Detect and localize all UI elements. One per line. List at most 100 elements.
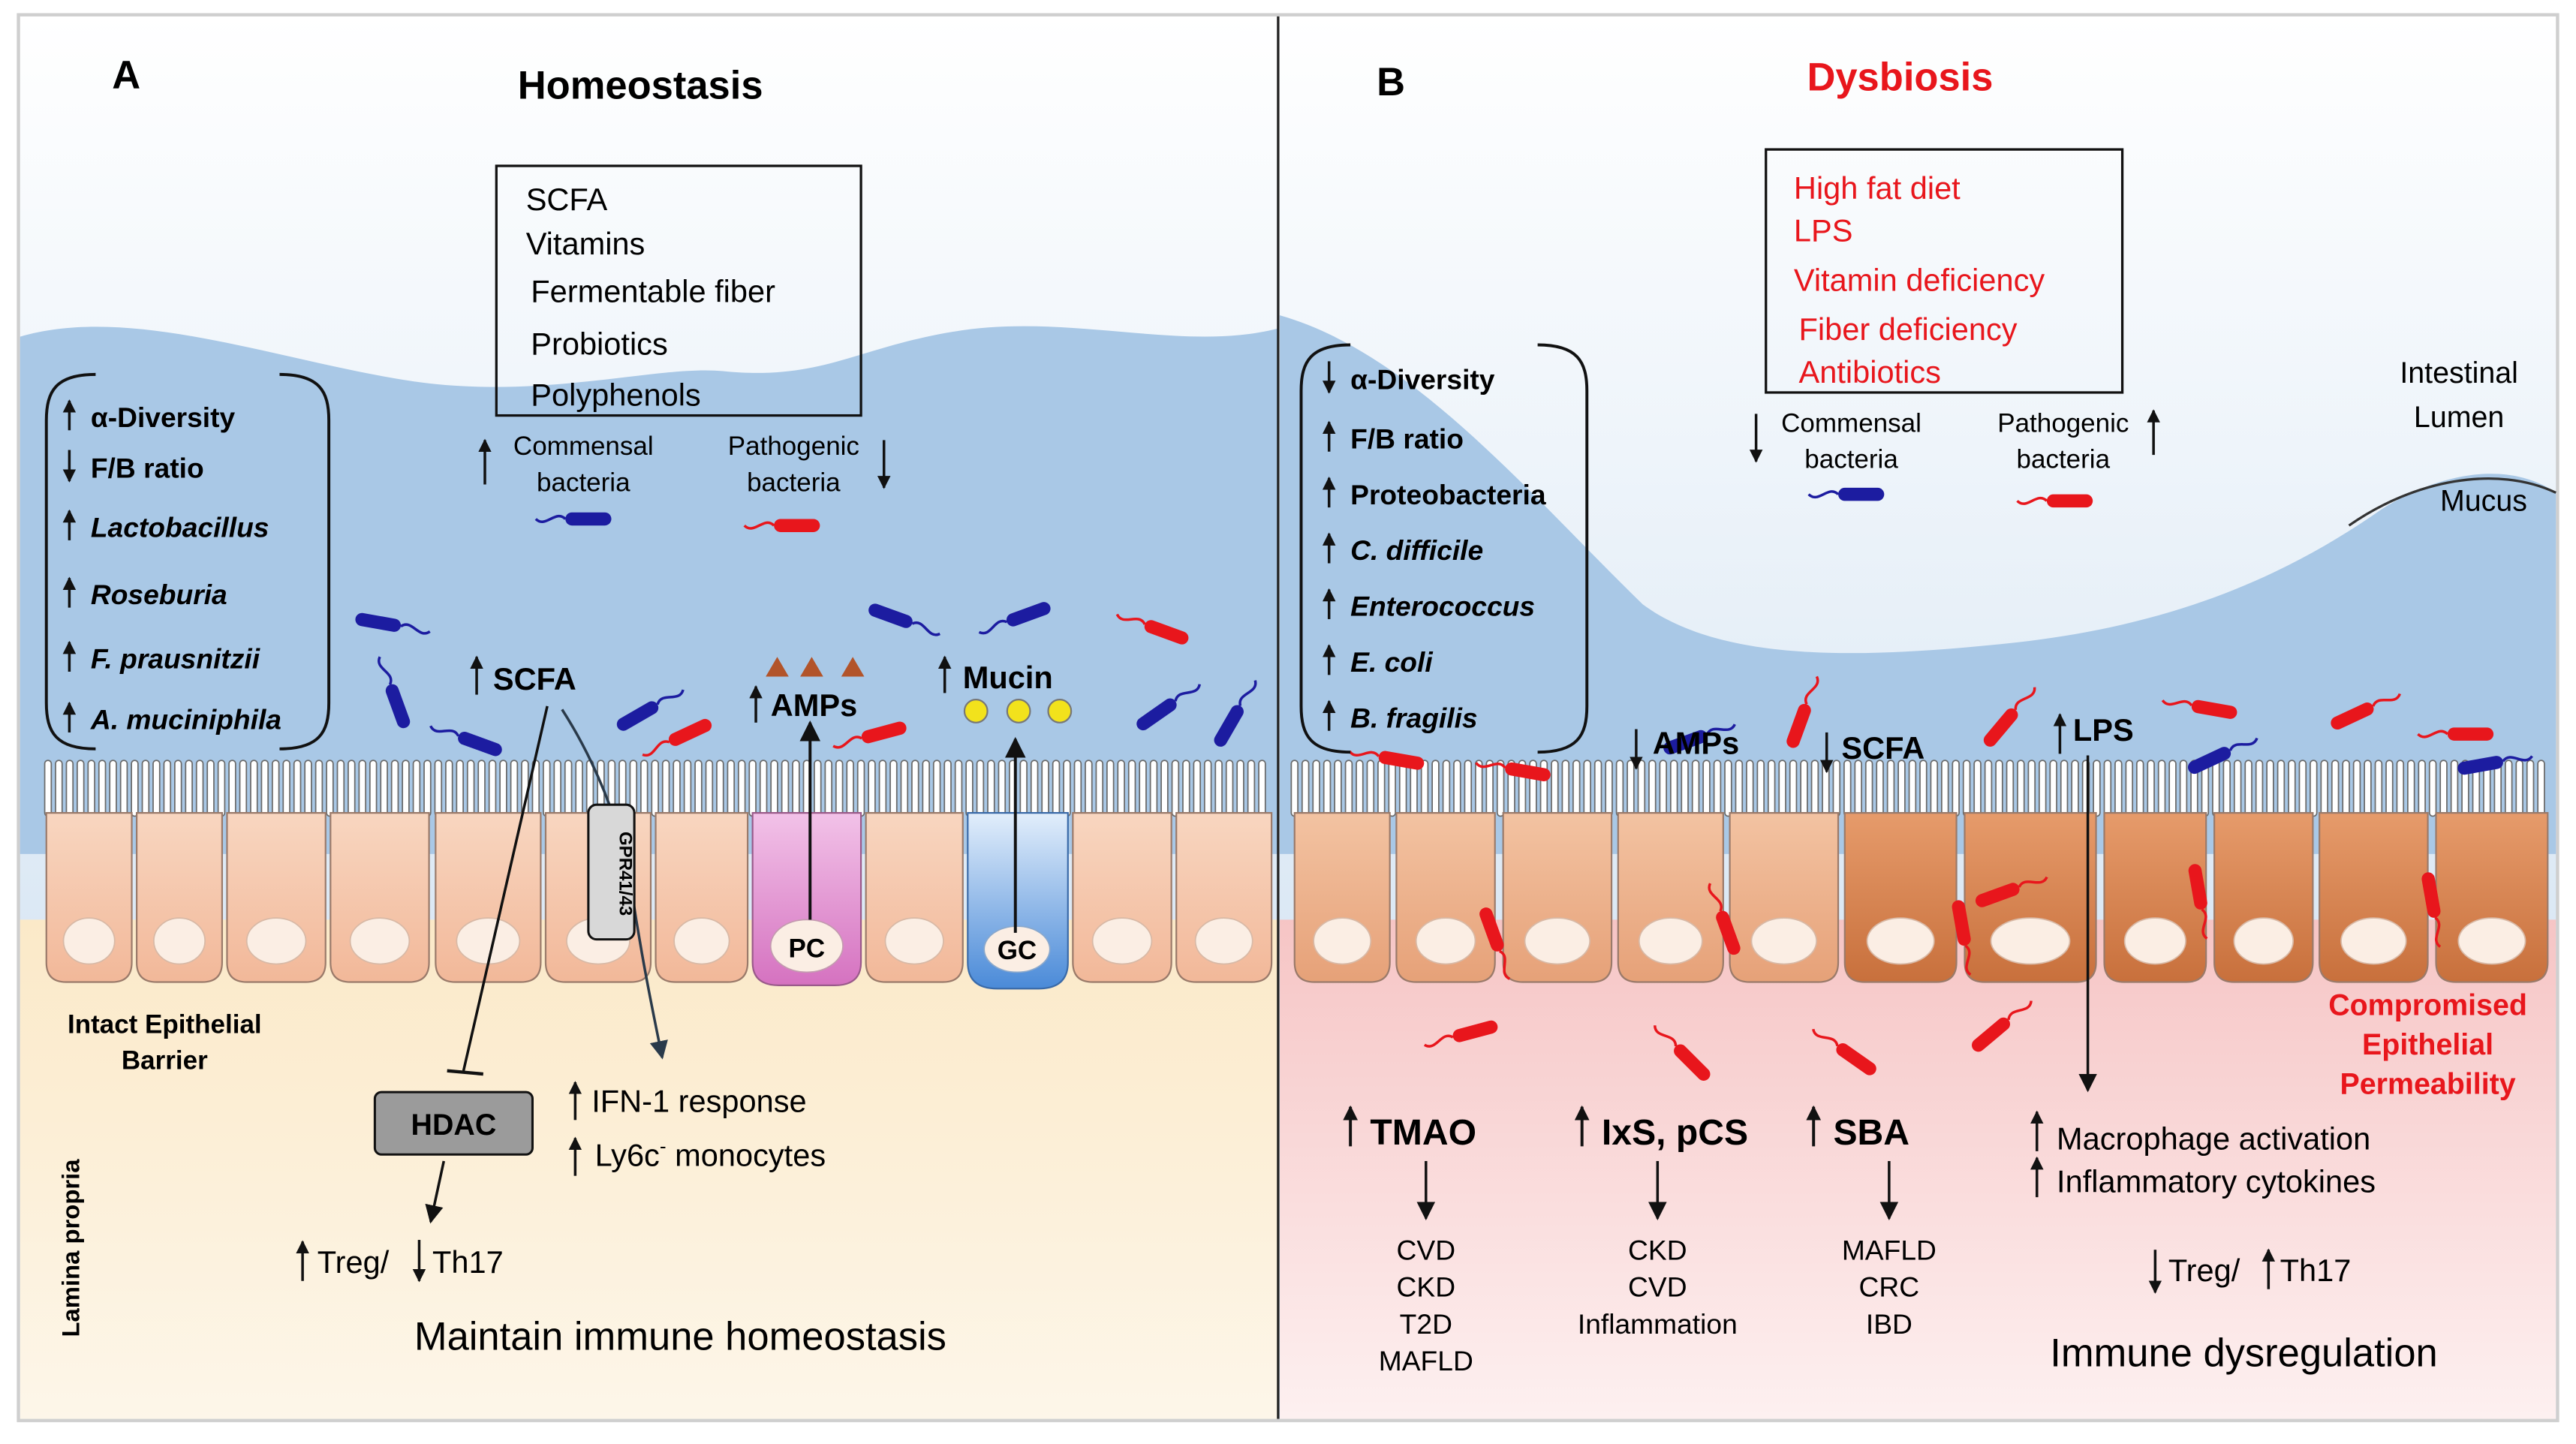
microvillus [2038,760,2047,817]
gpr-receptor [587,803,636,941]
microvillus [1605,760,1613,817]
commensal-bacterium-icon [868,603,941,636]
cell-nucleus [673,917,730,965]
cell-nucleus [2457,917,2526,965]
microvillus [1052,760,1061,817]
microvillus [260,760,269,817]
microvillus [1919,760,1927,817]
disease-label: CVD [1628,1271,1687,1303]
microvillus [943,760,952,817]
pathogenic-bacterium-icon [1348,750,1425,770]
microvillus [2342,760,2350,817]
microvillus [402,760,410,817]
pathogenic-bacterium-icon [1423,1020,1498,1048]
microvillus [1735,760,1744,817]
microvillus [1908,760,1917,817]
microvillus [1789,760,1798,817]
pathogenic-bacterium-icon [1975,876,2048,907]
text-line: Compromised [2328,988,2527,1021]
microvillus [1800,760,1808,817]
microvillus [553,760,561,817]
microvillus [1593,760,1602,817]
microbiome-item: Roseburia [91,579,227,610]
text-line: Intact Epithelial [68,1009,262,1039]
microvillus [770,760,778,817]
cell-nucleus [2123,917,2186,965]
microvillus [1615,760,1624,817]
microvillus [239,760,248,817]
microvillus [2135,760,2144,817]
microvillus [1182,760,1190,817]
microvillus [1864,760,1873,817]
macrophage-label: Macrophage activation [2057,1121,2370,1157]
microvillus [2310,760,2318,817]
microvillus [2071,760,2079,817]
mucus-layer-left [20,326,1278,854]
cell-nucleus [1524,917,1591,965]
ifn-response-label: IFN-1 response [591,1083,806,1118]
text-line: Intestinal [2400,356,2518,390]
pathogenic-bacterium-icon [1786,675,1819,748]
microvillus [1475,760,1483,817]
microvillus [390,760,399,817]
microvillus [868,760,876,817]
microvillus [434,760,443,817]
microvillus [510,760,519,817]
microvillus [2385,760,2394,817]
microvillus [1464,760,1473,817]
microvillus [781,760,790,817]
scfa-hdac-inhibition [462,705,549,1072]
microvillus [1312,760,1320,817]
microvillus [466,760,475,817]
commensal-bacterium-icon [2457,755,2533,775]
pathogenic-bacterium-icon [2188,864,2208,940]
microvillus [2428,760,2437,817]
mucus-outline [2348,477,2556,527]
commensal-bacterium-icon [429,725,502,757]
microvillus [1301,760,1310,817]
microvillus [1637,760,1646,817]
microvillus [661,760,670,817]
microvillus [2331,760,2340,817]
text-line: bacteria [2017,445,2111,474]
microvillus [673,760,681,817]
text-line: Commensal [513,432,654,461]
microvillus [2125,760,2134,817]
microvillus [2179,760,2188,817]
dysbiosis-factor: Fiber deficiency [1799,311,2018,347]
commensal-bacterium-icon [1214,680,1257,747]
microvillus [2049,760,2057,817]
disease-label: T2D [1400,1308,1452,1340]
disease-label: Inflammation [1578,1308,1738,1340]
microvillus [1854,760,1862,817]
dysbiosis-factor: High fat diet [1794,170,1961,206]
cell-nucleus [1866,917,1935,965]
microvillus [878,760,887,817]
microvillus [314,760,324,817]
cell-nucleus [62,917,116,965]
microvillus [1843,760,1852,817]
text-line: Epithelial [2362,1028,2493,1061]
microvillus [1117,760,1125,817]
metabolite-label: SBA [1833,1112,1909,1153]
microvillus [380,760,388,817]
metabolite-label: IxS, pCS [1602,1112,1748,1153]
microvillus [856,760,865,817]
microvillus [1659,760,1668,817]
dysbiosis-factor: Antibiotics [1799,354,1941,390]
mucin-granule [1006,699,1031,724]
pathogenic-bacterium-icon [1952,900,1972,976]
gpr-receptor-label: GPR41/43 [615,832,635,916]
hdac-box [373,1091,534,1156]
hdac-label: HDAC [411,1109,497,1142]
microvillus [1876,760,1884,817]
microvillus [1561,760,1570,817]
text-line: Lumen [2414,401,2504,434]
microvillus [1973,760,1982,817]
microvillus [2147,760,2155,817]
microvillus [2406,760,2415,817]
microvillus [2439,760,2448,817]
